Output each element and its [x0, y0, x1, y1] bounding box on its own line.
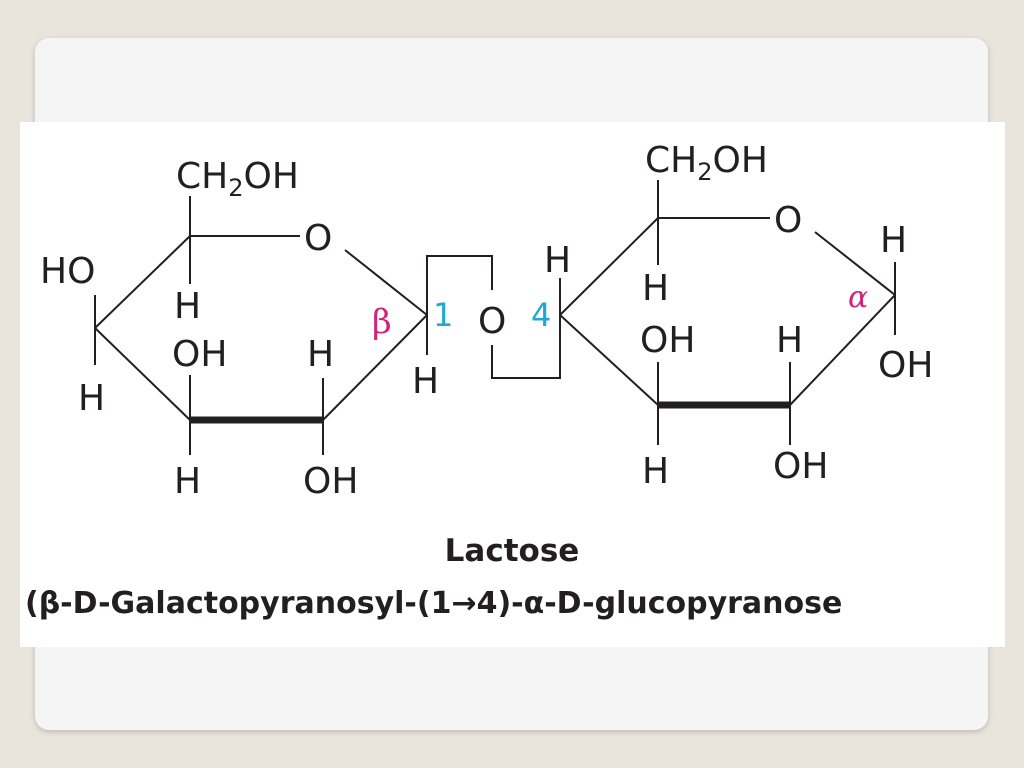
- galactose-ring: [94, 196, 428, 455]
- glucose-c2-hydrogen: H: [776, 320, 803, 361]
- galactose-c3-hydroxyl: OH: [172, 334, 227, 375]
- glucose-ch2oh-label: CH2OH: [645, 140, 768, 186]
- glycosidic-bond-upper: [426, 255, 493, 315]
- molecule-name: Lactose: [444, 533, 580, 569]
- galactose-ch2oh-label: CH2OH: [176, 156, 299, 202]
- glucose-ring-oxygen: O: [774, 200, 802, 241]
- slide-content: [20, 122, 1005, 647]
- systematic-name: (β-D-Galactopyranosyl-(1→4)-α-D-glucopyr…: [25, 586, 843, 621]
- glucose-c1-hydrogen: H: [880, 220, 907, 261]
- glucose-ring: [559, 180, 896, 445]
- galactose-ring-oxygen: O: [304, 218, 332, 259]
- glucose-carbon-4-label: 4: [531, 296, 551, 334]
- glucose-c1-hydroxyl: OH: [878, 345, 933, 386]
- galactose-c5-hydrogen: H: [174, 286, 201, 327]
- glucose-c3-hydrogen: H: [642, 451, 669, 492]
- galactose-c4-hydrogen: H: [78, 378, 105, 419]
- glucose-c4-hydrogen: H: [544, 240, 571, 281]
- beta-anomer-label: β: [372, 302, 392, 342]
- glucose-c3-hydroxyl: OH: [640, 320, 695, 361]
- glycosidic-bond-lower: [491, 315, 561, 379]
- galactose-c1-hydrogen: H: [412, 361, 439, 402]
- galactose-c2-hydrogen: H: [307, 334, 334, 375]
- galactose-carbon-1-label: 1: [433, 296, 453, 334]
- alpha-anomer-label: α: [848, 280, 868, 315]
- glycosidic-oxygen: O: [478, 301, 506, 342]
- glucose-c5-hydrogen: H: [642, 268, 669, 309]
- glucose-c2-hydroxyl: OH: [773, 446, 828, 487]
- galactose-c3-hydrogen: H: [174, 461, 201, 502]
- galactose-c2-hydroxyl: OH: [303, 461, 358, 502]
- galactose-c4-hydroxyl: HO: [40, 251, 95, 292]
